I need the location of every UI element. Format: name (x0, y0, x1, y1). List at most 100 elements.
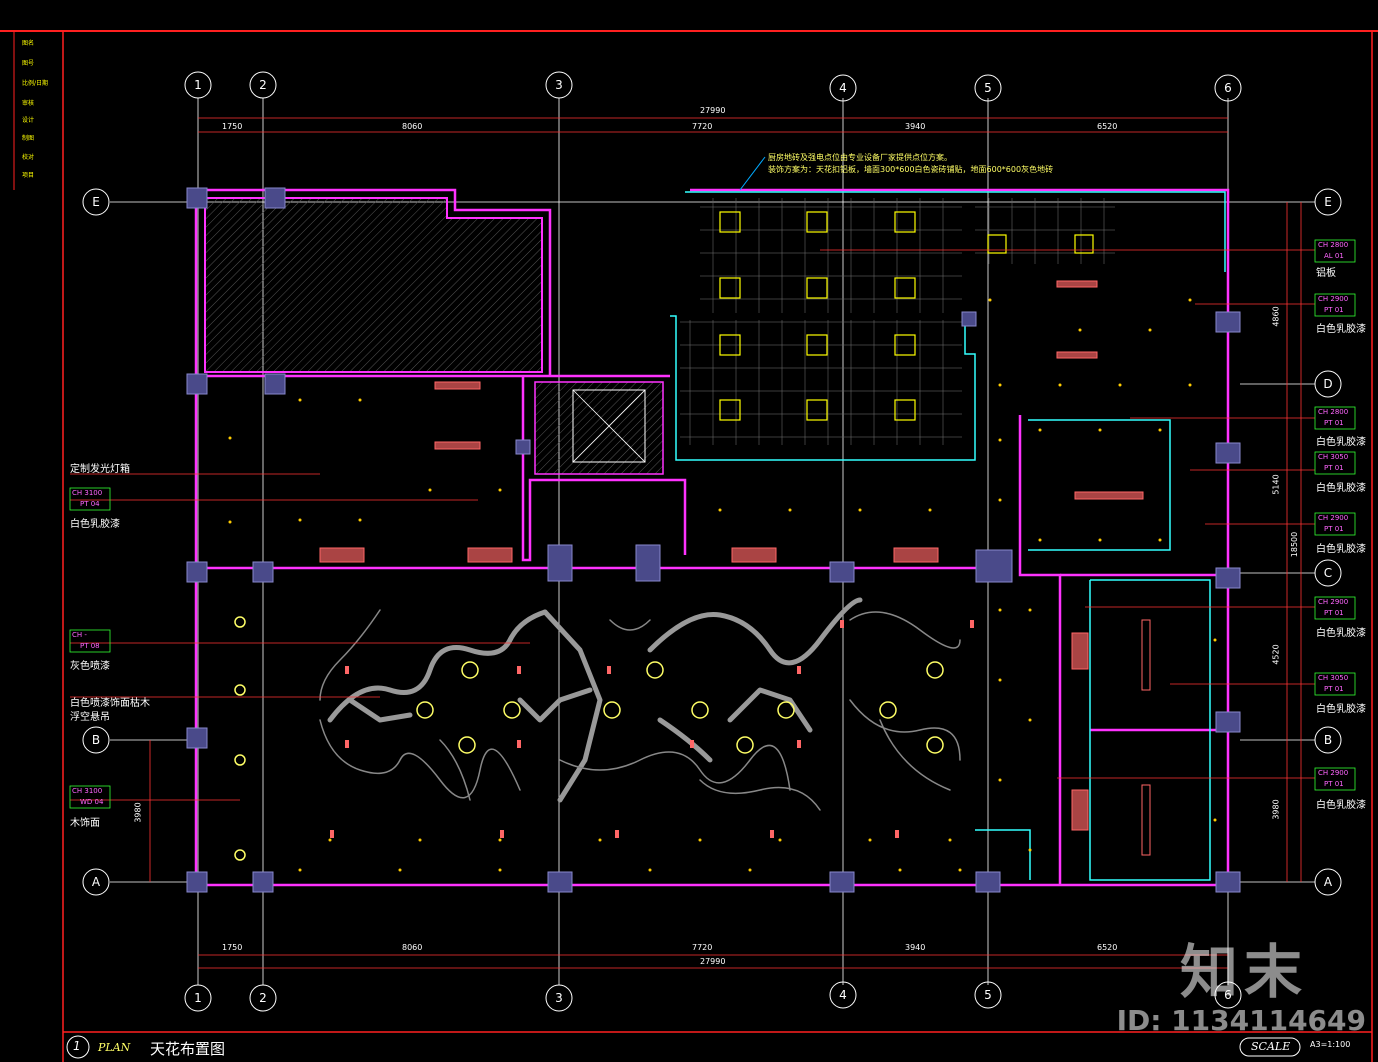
grid-col-label: 5 (984, 988, 992, 1002)
right-tag-label: 白色乳胶漆 (1316, 628, 1366, 639)
dimension-segment: 7720 (692, 122, 713, 131)
kitchen-lights (719, 211, 1094, 421)
right-tag-sub: PT 01 (1324, 464, 1344, 472)
legend-item: 校对 (22, 154, 35, 161)
legend-item: 比例/日期 (22, 80, 49, 87)
legend-item: 图名 (22, 40, 35, 47)
kitchen-tile-ceiling (700, 198, 962, 313)
branch-sculpture-fine (319, 609, 961, 811)
grid-col-label: 1 (194, 78, 202, 92)
dimension-lines (149, 117, 1302, 969)
plan-number-bubble (66, 1035, 90, 1059)
right-tag-sub: PT 01 (1324, 780, 1344, 788)
grid-col-label: 3 (555, 991, 563, 1005)
grid-bubbles (82, 71, 1342, 1012)
grid-col-label: 6 (1224, 81, 1232, 95)
legend-item: 设计 (22, 117, 35, 124)
right-tag-label: 白色乳胶漆 (1316, 544, 1366, 555)
legend-item: 项目 (22, 172, 35, 179)
right-tag-sub: PT 01 (1324, 419, 1344, 427)
dimension-right: 5140 (1271, 474, 1281, 495)
right-tag-label: 白色乳胶漆 (1316, 800, 1366, 811)
legend-item: 审核 (22, 100, 35, 107)
grid-col-label: 4 (839, 81, 847, 95)
left-tag-sub: PT 04 (80, 500, 100, 508)
secondary-walls (670, 191, 1226, 881)
dimension-right: 4860 (1271, 306, 1281, 327)
left-tag-label: 木饰面 (70, 818, 100, 829)
drawing-title: 天花布置图 (150, 1040, 226, 1058)
right-tag-label: 铝板 (1316, 268, 1336, 279)
grid-row-label: E (92, 195, 100, 209)
grid-row-label: A (1323, 875, 1333, 889)
grid-row-label: B (91, 733, 101, 747)
grid-col-label: 2 (259, 78, 267, 92)
dimension-total: 27990 (700, 106, 726, 115)
note-leader (739, 156, 766, 191)
left-tag-label: 灰色喷漆 (70, 661, 110, 672)
right-tag-boxes (69, 239, 1356, 809)
left-tag-sub: PT 08 (80, 642, 100, 650)
right-tag-code: CH 2800 (1318, 241, 1349, 249)
dimension-segment: 6520 (1097, 943, 1118, 952)
right-tag-sub: PT 01 (1324, 525, 1344, 533)
dimension-right: 4520 (1271, 644, 1281, 665)
left-note: 浮空悬吊 (70, 712, 110, 723)
right-tag-code: CH 3050 (1318, 674, 1349, 682)
scale-label: SCALE (1251, 1040, 1291, 1053)
plan-number: 1 (73, 1039, 81, 1053)
right-tag-label: 白色乳胶漆 (1316, 324, 1366, 335)
branch-sculpture (327, 597, 863, 803)
corridor-tile-ceiling (975, 198, 1115, 264)
grid-col-label: 6 (1224, 988, 1232, 1002)
right-tag-code: CH 3050 (1318, 453, 1349, 461)
left-tag-code: CH 3100 (72, 489, 103, 497)
right-tag-code: CH 2900 (1318, 598, 1349, 606)
right-tag-label: 白色乳胶漆 (1316, 437, 1366, 448)
kitchen-note-2: 装饰方案为：天花扣铝板，墙面300*600白色瓷砖铺贴，地面600*600灰色地… (768, 165, 1054, 174)
dimension-segment: 7720 (692, 943, 713, 952)
dimension-segment: 1750 (222, 122, 243, 131)
grid-col-label: 2 (259, 991, 267, 1005)
dimension-segment: 6520 (1097, 122, 1118, 131)
pendant-lights (234, 616, 944, 861)
scale-value: A3=1:100 (1310, 1040, 1351, 1049)
watermark-id: ID: 1134114649 (1116, 1004, 1366, 1037)
right-tag-sub: AL 01 (1324, 252, 1344, 260)
right-tag-sub: PT 01 (1324, 685, 1344, 693)
linear-lights (319, 280, 1151, 856)
right-tag-label: 白色乳胶漆 (1316, 704, 1366, 715)
dimension-right-total: 18500 (1290, 531, 1300, 558)
scale-pill (1239, 1037, 1301, 1057)
downlights (330, 620, 974, 838)
dimension-total: 27990 (700, 957, 726, 966)
dimension-segment: 8060 (402, 122, 423, 131)
legend-item: 图号 (22, 60, 35, 67)
grid-row-label: A (91, 875, 101, 889)
elevator-shaft (534, 381, 664, 475)
dimension-segment: 3940 (905, 943, 926, 952)
right-tag-code: CH 2900 (1318, 514, 1349, 522)
hatched-room (204, 197, 543, 373)
right-tag-sub: PT 01 (1324, 609, 1344, 617)
left-tag-label: 白色乳胶漆 (70, 519, 120, 530)
right-tag-code: CH 2900 (1318, 769, 1349, 777)
watermark-logo: 知末 (1179, 938, 1308, 1006)
dimension-segment: 1750 (222, 943, 243, 952)
left-note: 定制发光灯箱 (70, 464, 130, 475)
right-tag-label: 白色乳胶漆 (1316, 483, 1366, 494)
dimension-segment: 3940 (905, 122, 926, 131)
right-tag-code: CH 2800 (1318, 408, 1349, 416)
leader-lines (70, 249, 1315, 801)
right-tag-code: CH 2900 (1318, 295, 1349, 303)
legend-item: 制图 (22, 135, 35, 142)
spot-lights (228, 298, 1217, 872)
kitchen-note-1: 厨房地砖及强电点位由专业设备厂家提供点位方案。 (768, 153, 952, 162)
grid-row-label: D (1323, 377, 1333, 391)
left-tag-code: CH 3100 (72, 787, 103, 795)
grid-row-label: C (1323, 566, 1333, 580)
grid-col-label: 1 (194, 991, 202, 1005)
dimension-segment: 8060 (402, 943, 423, 952)
grid-row-label: B (1323, 733, 1333, 747)
